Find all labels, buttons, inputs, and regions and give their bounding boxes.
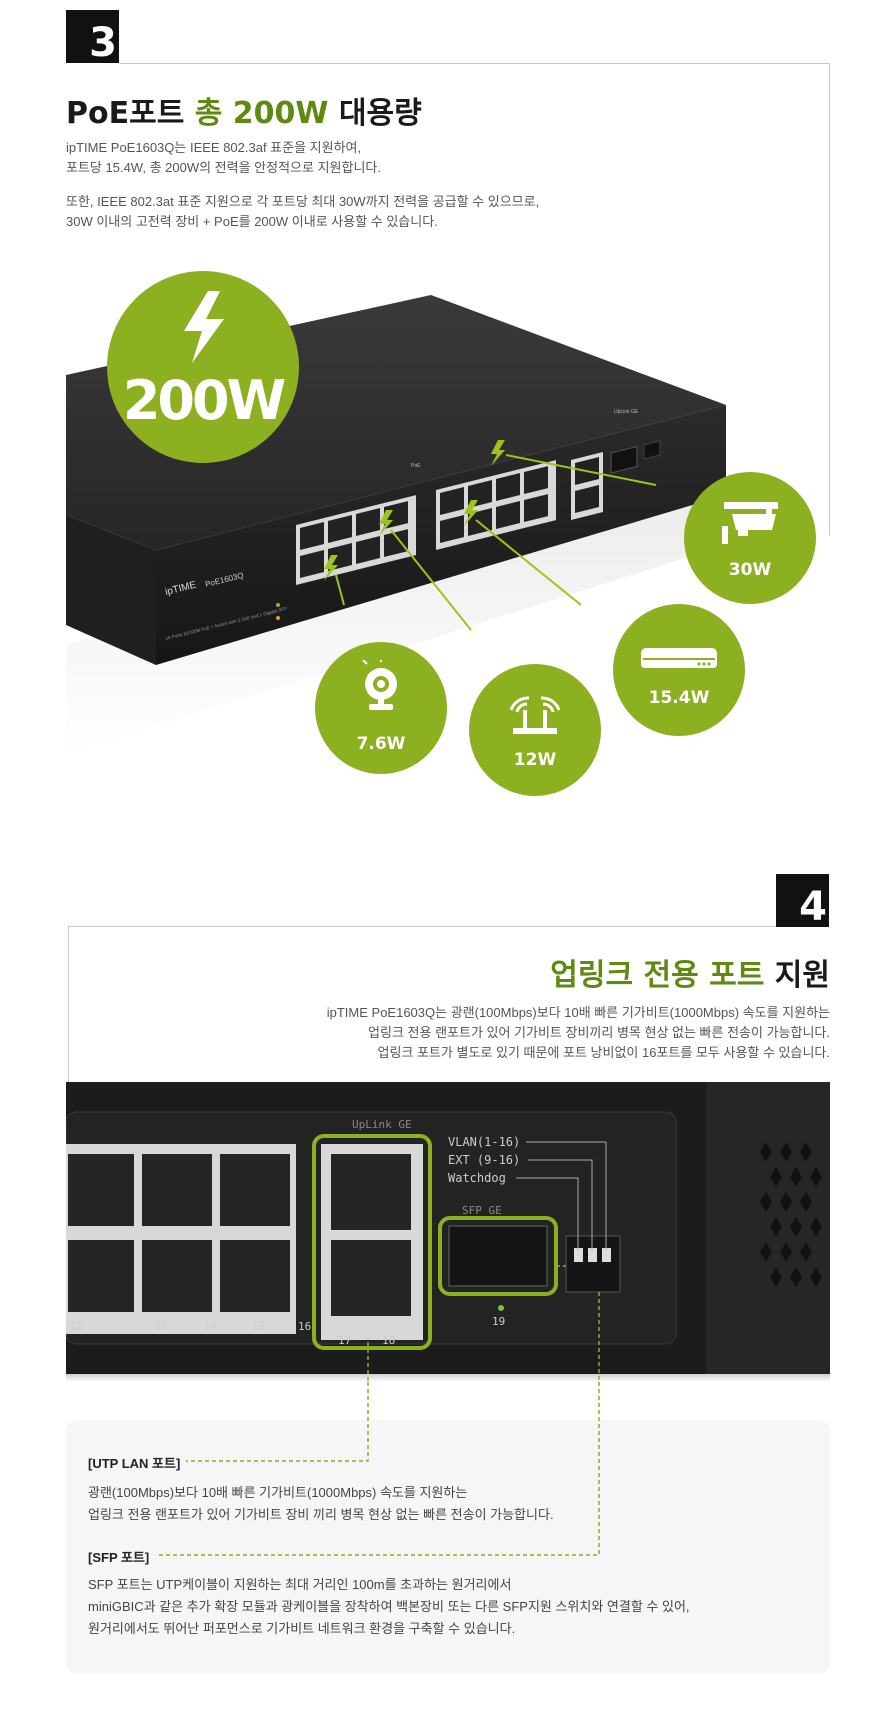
svg-text:14: 14 [204, 1320, 218, 1333]
device-power-circle-ap: 15.4W [613, 604, 745, 736]
leader-lines [158, 1382, 600, 1556]
svg-text:15: 15 [252, 1320, 265, 1333]
frame-left-line-4 [68, 926, 69, 1084]
sfp-port-description: SFP 포트는 UTP케이블이 지원하는 최대 거리인 100m를 초과하는 원… [88, 1577, 690, 1636]
webcam-icon [362, 660, 397, 710]
svg-text:SFP GE: SFP GE [462, 1204, 502, 1217]
total-power-badge: 200W [107, 271, 299, 463]
svg-text:12: 12 [70, 1320, 83, 1333]
section4-description: ipTIME PoE1603Q는 광랜(100Mbps)보다 10배 빠른 기가… [326, 1005, 830, 1060]
wifi-router-icon [509, 696, 561, 734]
frame-top-line [119, 63, 829, 64]
device-power-circle-cctv: 30W [684, 472, 816, 604]
section3-description: ipTIME PoE1603Q는 IEEE 802.3af 표준을 지원하여, … [66, 140, 540, 229]
svg-text:UpLink GE: UpLink GE [614, 409, 639, 415]
frame-right-line [829, 63, 830, 535]
device-power-circle-webcam: 7.6W [315, 642, 447, 774]
device-power-circle-router: 12W [469, 664, 601, 796]
svg-text:EXT (9-16): EXT (9-16) [448, 1153, 520, 1167]
frame-top-line-4 [68, 926, 776, 927]
svg-text:VLAN(1-16): VLAN(1-16) [448, 1135, 520, 1149]
section-number-4: 4 [776, 874, 829, 927]
utp-port-description: 광랜(100Mbps)보다 10배 빠른 기가비트(1000Mbps) 속도를 … [88, 1485, 554, 1522]
section3-title: PoE포트 총 200W 대용량 [66, 96, 422, 131]
section4-title: 업링크 전용 포트 지원 [550, 958, 830, 993]
uplink-port-closeup: UpLink GE SFP GE VLAN(1-16) EXT (9-16) W… [66, 1082, 830, 1382]
utp-port-title: [UTP LAN 포트] [88, 1456, 181, 1471]
section-number-3: 3 [66, 10, 119, 63]
sfp-port-title: [SFP 포트] [88, 1550, 150, 1565]
svg-text:13: 13 [154, 1320, 167, 1333]
port-info-box [66, 1420, 830, 1674]
cctv-camera-icon [722, 502, 778, 544]
svg-text:19: 19 [492, 1315, 505, 1328]
svg-text:18: 18 [382, 1334, 395, 1347]
poe-switch-image: ipTIME PoE1603Q 16 Ports 10/100M PoE + S… [66, 295, 726, 755]
lightning-icon [184, 291, 224, 363]
svg-text:UpLink GE: UpLink GE [352, 1118, 412, 1131]
access-point-icon [641, 648, 717, 668]
svg-text:PoE: PoE [411, 463, 421, 469]
svg-text:16: 16 [298, 1320, 311, 1333]
svg-text:17: 17 [338, 1334, 351, 1347]
svg-text:Watchdog: Watchdog [448, 1171, 506, 1185]
